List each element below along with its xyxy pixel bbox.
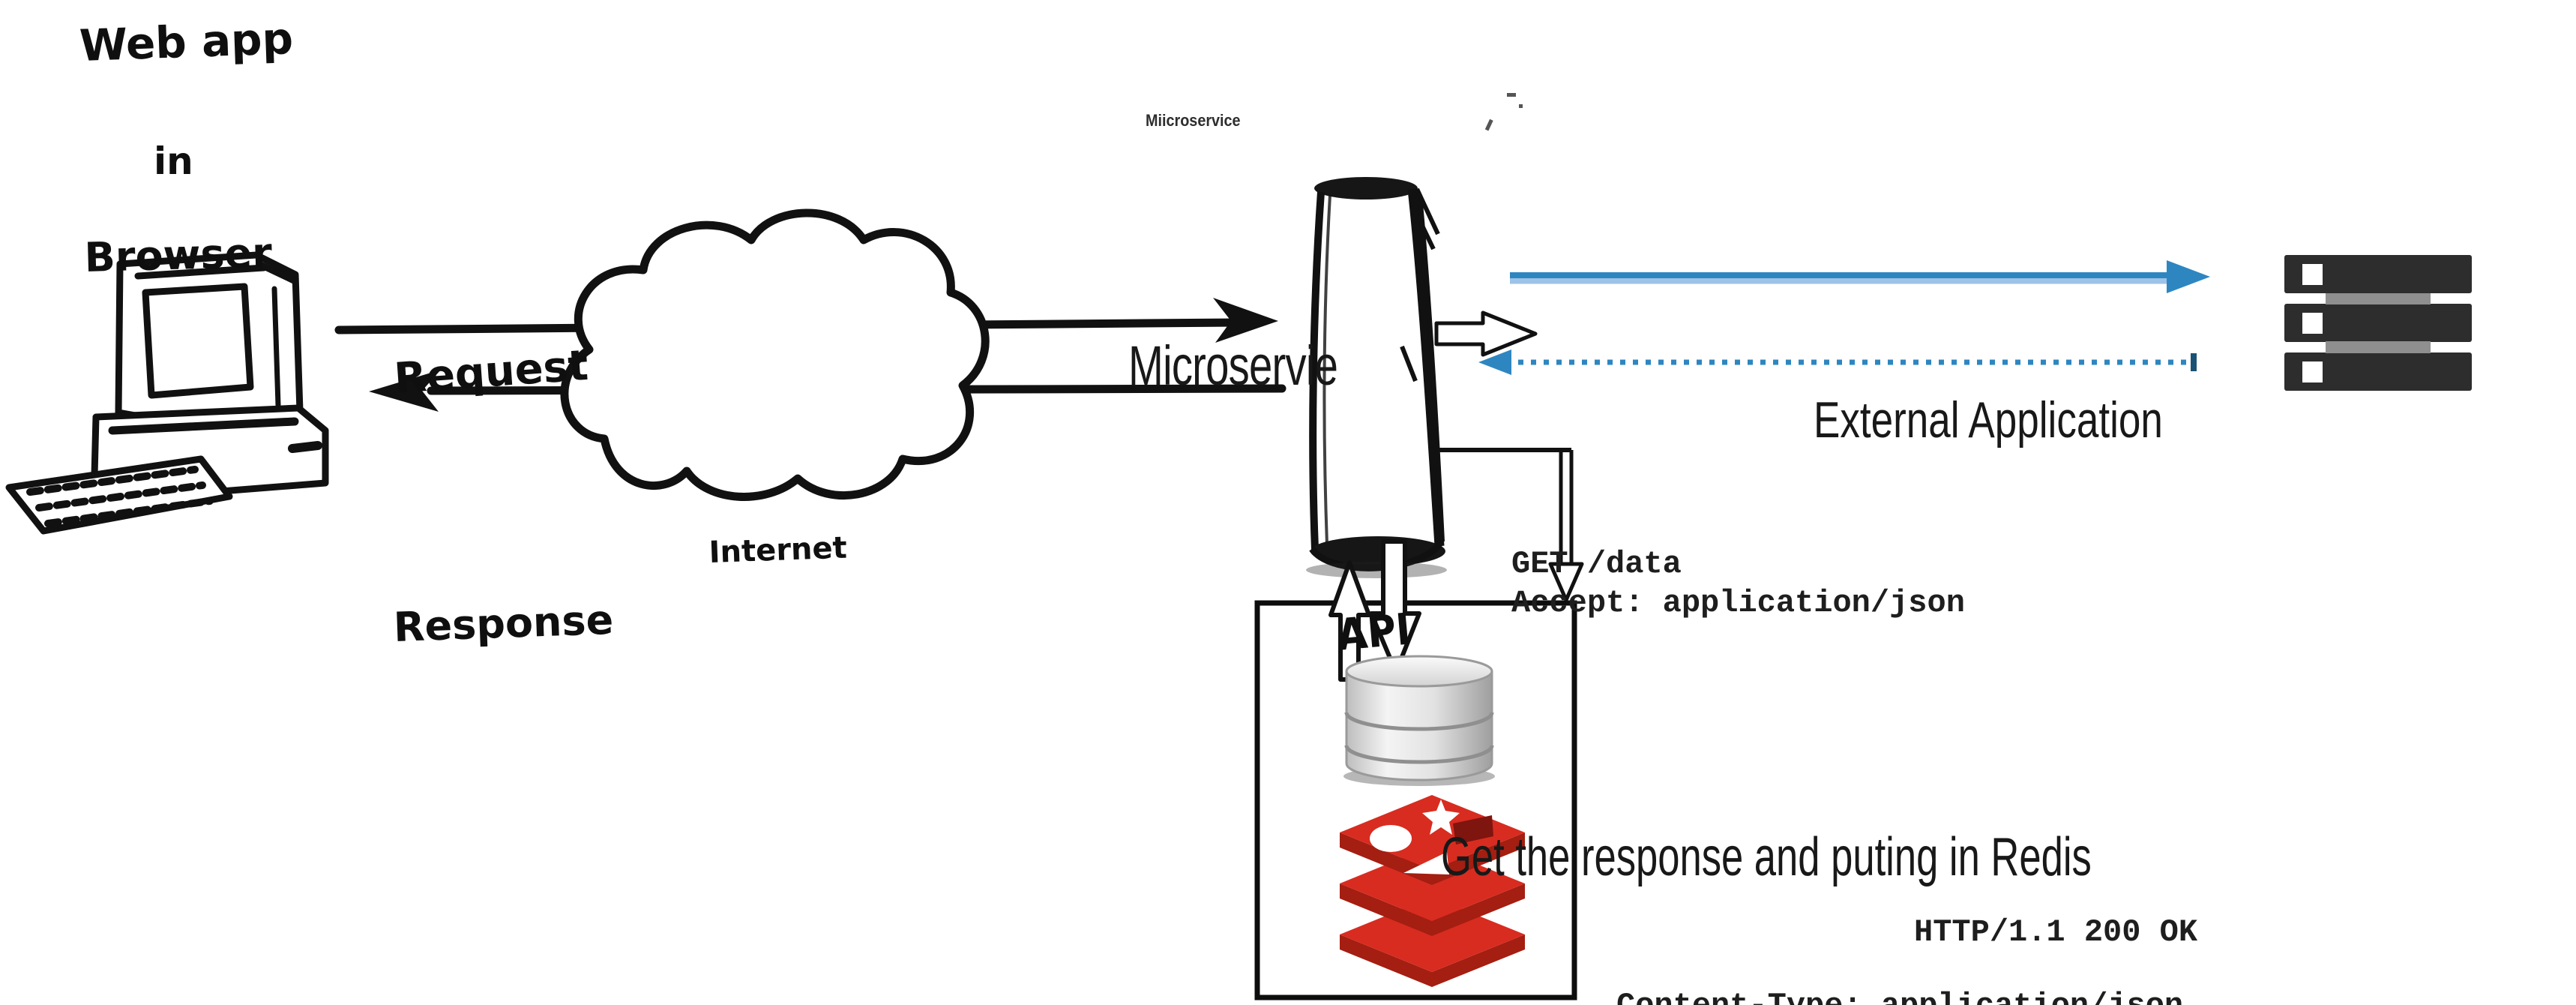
redis-logo-circle [1370,825,1412,852]
microservice-ghost-title: Miicroservice [1146,111,1241,130]
computer-icon [5,251,329,535]
redis-logo [1340,795,1525,987]
api-to-redis-connector [1439,448,1584,602]
redis-logo-triangle [1403,852,1449,874]
client-title-line2: in [154,140,193,183]
http-request-line2: Accept: application/json [1511,585,1965,621]
stray-marks [1484,93,1523,131]
microservice-title: Microservie [1128,334,1338,397]
internet-cloud-icon [560,208,990,501]
cache-note: Get the response and puting in Redis [1441,827,2092,887]
database-cylinder-icon [1343,655,1495,786]
redis-logo-cube [1453,815,1493,844]
external-application-title: External Application [1814,392,2163,448]
http-response-line1: HTTP/1.1 200 OK [1914,914,2198,950]
http-request-arrow [1510,260,2210,293]
http-response-line2: Content-Type: application/json [1616,990,2576,1005]
http-response-dotted-arrow [1478,350,2197,375]
http-request-line1: GET /data [1511,546,1682,582]
redis-logo-star [1422,800,1460,835]
api-to-redis-arrow [1369,539,1421,674]
redis-box [1254,600,1577,1000]
api-cylinder-icon [1306,177,1447,578]
api-out-arrow [1434,310,1538,357]
server-icon [2284,255,2472,391]
http-request-headers: GET /data Accept: application/json [1511,544,2576,622]
